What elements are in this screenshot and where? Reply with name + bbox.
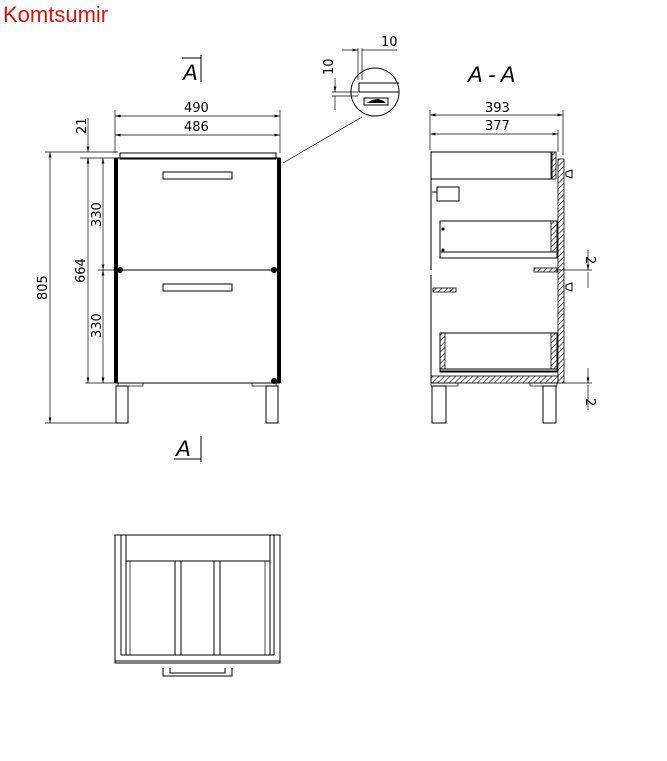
brand-logo-text: Komtsumir [3,2,109,27]
dim-top-gap: 21 [75,117,90,134]
top-rail [430,151,553,180]
dim-body-height: 664 [74,258,89,283]
drawer-handle-upper [162,171,233,180]
bottom-panel [430,375,559,384]
dim-gap-upper: 2 [582,256,597,264]
dim-width-outer: 490 [184,101,209,116]
leg-front [431,385,447,424]
section-label: A [181,60,198,85]
detail-dim-horizontal: 10 [381,35,398,50]
shelf-back [533,267,558,273]
section-label: A [174,436,191,461]
shelf-front [432,287,457,293]
dim-depth-inner: 377 [485,119,510,134]
detail-callout: 10 10 [282,35,400,164]
plan-outline [114,534,281,664]
section-title: A - A [466,62,515,87]
leg-left [115,385,129,424]
drawer-box-lower [439,332,558,372]
countertop [119,152,277,160]
plan-view [114,534,281,677]
section-marker-bottom: A [174,436,202,462]
dim-drawer-lower: 330 [90,313,105,338]
section-marker-top: A [181,55,202,85]
front-view: A 490 486 21 805 664 330 [36,55,281,462]
dim-total-height: 805 [36,275,51,300]
dim-depth-outer: 393 [485,101,510,116]
dim-drawer-upper: 330 [90,202,105,227]
back-panel [557,158,565,384]
dim-gap-lower: 2 [582,398,597,406]
dim-width-inner: 486 [184,120,209,135]
plan-handle [162,668,233,677]
leg-back [542,385,557,424]
detail-dim-vertical: 10 [322,58,337,75]
drawer-handle-lower [162,283,233,292]
leg-right [265,385,279,424]
drawer-runner [436,186,460,202]
section-view: A - A 393 377 2 2 [429,62,597,424]
